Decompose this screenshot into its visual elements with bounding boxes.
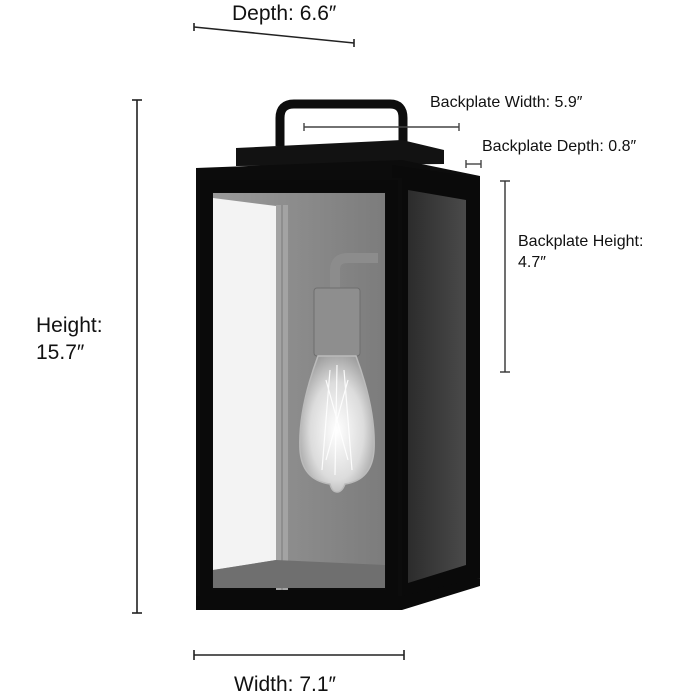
backplate-depth-label: Backplate Depth: 0.8″ (482, 138, 637, 155)
depth-label: Depth: 6.6″ (232, 2, 337, 25)
lantern (196, 99, 480, 610)
width-label: Width: 7.1″ (234, 673, 336, 696)
height-label-line2: 15.7″ (36, 341, 85, 364)
depth-dimension-line (193, 23, 355, 47)
bulb-socket (313, 287, 361, 357)
lantern-bottom (196, 578, 480, 610)
backplate-width-dimension-line (303, 123, 460, 131)
backplate-height-dimension-line (500, 180, 510, 373)
lantern-side-glass (408, 190, 466, 583)
lantern-top-cap (236, 140, 444, 166)
bulb-arm (330, 253, 378, 288)
lantern-handle (275, 99, 408, 146)
backplate-height-label-line2: 4.7″ (518, 254, 546, 271)
backplate-depth-dimension-line (465, 160, 482, 168)
height-dimension-line (132, 99, 142, 614)
width-dimension-line (193, 650, 405, 660)
edison-bulb (299, 355, 375, 493)
lantern-left-glass (213, 198, 276, 570)
backplate-width-label: Backplate Width: 5.9″ (430, 94, 583, 111)
backplate-height-label-line1: Backplate Height: (518, 233, 644, 250)
height-label-line1: Height: (36, 314, 103, 337)
